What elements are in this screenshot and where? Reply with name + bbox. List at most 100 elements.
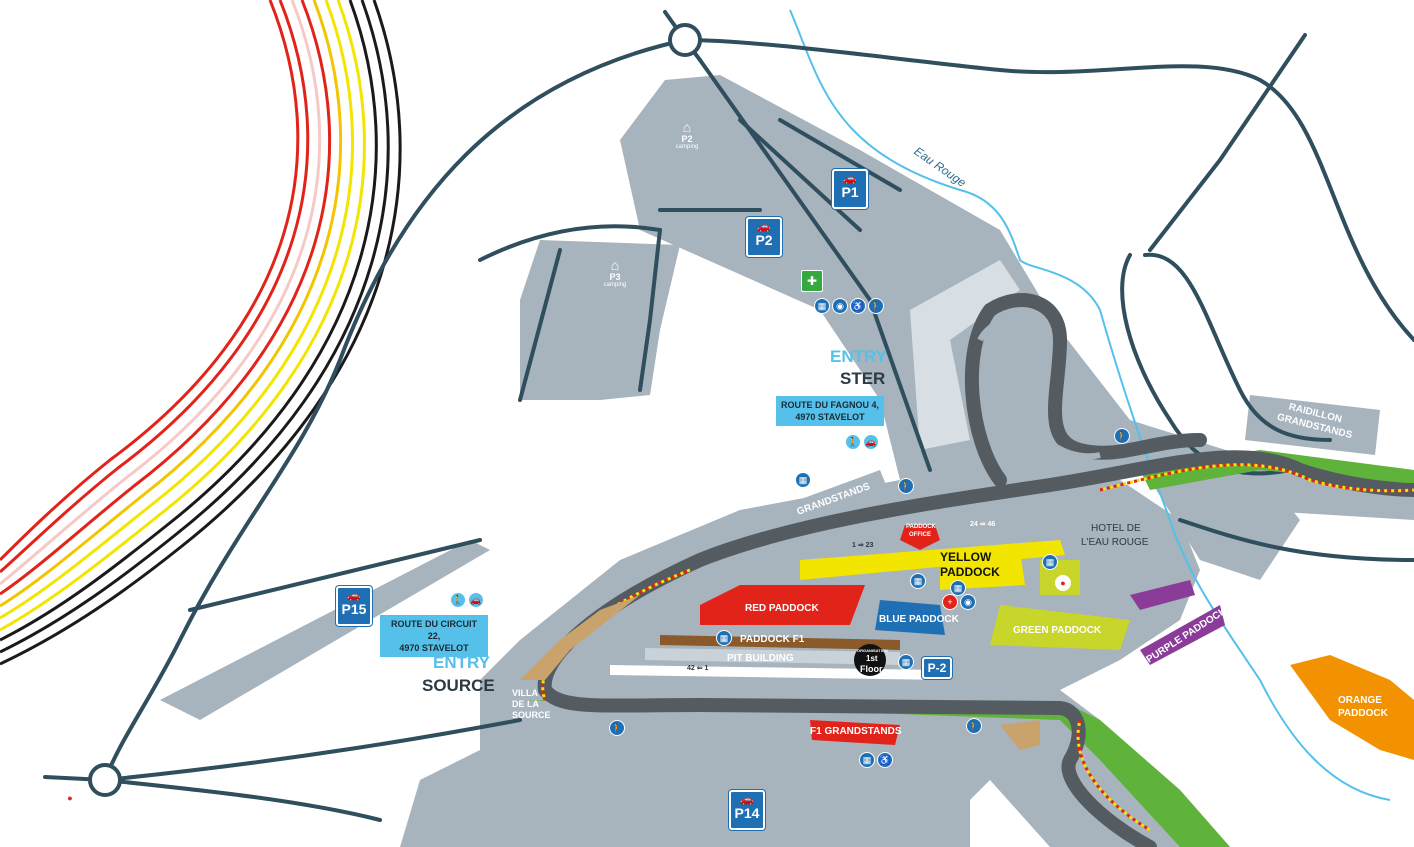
pedestrian-icon: 🚶 — [1114, 428, 1130, 444]
pit-building-label: PIT BUILDING — [727, 653, 794, 664]
p3-area — [520, 240, 680, 400]
blue-paddock-label: BLUE PADDOCK — [879, 614, 959, 625]
toilet-icon: ▦ — [716, 630, 732, 646]
entry-source-address-line2: 4970 STAVELOT — [399, 643, 469, 653]
pit-building — [645, 648, 900, 665]
wheelchair-icon: ♿ — [850, 298, 866, 314]
toilet-icon: ▦ — [859, 752, 875, 768]
paddock-office-marker — [900, 525, 940, 550]
entry-ster-word: ENTRY — [830, 347, 887, 366]
car-icon: 🚗 — [843, 173, 857, 185]
villa-label-1: VILLA — [512, 688, 538, 698]
yellow-paddock-label-2: PADDOCK — [940, 565, 1000, 579]
assembly-point-icon: ✚ — [801, 270, 823, 292]
car-icon: 🚗 — [863, 434, 879, 450]
tent-icon: ⌂ — [610, 257, 620, 273]
entry-ster-address: ROUTE DU FAGNOU 4, 4970 STAVELOT — [776, 396, 884, 426]
camping-p3[interactable]: ⌂ P3 camping — [600, 258, 630, 289]
organisation-label-3: Floor — [860, 664, 883, 674]
entry-ster-address-line2: 4970 STAVELOT — [795, 412, 865, 422]
purple-paddock — [1130, 580, 1195, 610]
wheelchair-icon: ♿ — [877, 752, 893, 768]
entry-source-word: ENTRY — [433, 653, 490, 672]
parking-p2-label: P2 — [755, 232, 773, 248]
camping-p3-label: P3 — [609, 272, 621, 282]
pedestrian-icon: 🚶 — [966, 718, 982, 734]
flag-swoosh — [0, 0, 402, 666]
tent-icon: ⌂ — [682, 119, 692, 135]
entry-ster-name: STER — [840, 369, 886, 388]
organisation-marker — [854, 644, 886, 676]
camping-p2[interactable]: ⌂ P2 camping — [672, 120, 702, 151]
orange-paddock — [1290, 655, 1414, 760]
raidillon-stand — [1245, 395, 1380, 455]
hotel-label-1: HOTEL DE — [1091, 523, 1141, 534]
f1-grandstands-label: F1 GRANDSTANDS — [810, 726, 902, 737]
paddock-office-label-1: PADDOCK — [906, 524, 936, 530]
camping-p2-label: P2 — [681, 134, 693, 144]
toilet-icon: ▦ — [910, 573, 926, 589]
car-icon: 🚗 — [757, 221, 771, 233]
entry-source-name: SOURCE — [422, 676, 495, 695]
entry-ster-address-line1: ROUTE DU FAGNOU 4, — [780, 400, 879, 410]
parking-p-2[interactable]: P-2 — [922, 657, 952, 679]
yellow-paddock-label-1: YELLOW — [940, 550, 992, 564]
toilet-icon: ▦ — [898, 654, 914, 670]
green-paddock-label: GREEN PADDOCK — [1013, 625, 1102, 636]
pedestrian-icon: 🚶 — [845, 434, 861, 450]
pit-numbers-a: 1 ⇒ 23 — [852, 542, 874, 549]
toilet-icon: ▦ — [795, 472, 811, 488]
toilet-icon: ▦ — [1042, 554, 1058, 570]
car-icon: 🚗 — [468, 592, 484, 608]
paddock-f1-label: PADDOCK F1 — [740, 634, 805, 645]
f1-grandstands — [810, 720, 900, 745]
orange-paddock-label-2: PADDOCK — [1338, 708, 1388, 719]
purple-paddock-band — [1140, 605, 1225, 665]
orange-paddock-label-1: ORANGE — [1338, 695, 1382, 706]
car-icon: 🚗 — [740, 794, 754, 806]
parking-p15-label: P15 — [341, 601, 367, 617]
yellow-paddock — [800, 540, 1065, 580]
entry-source-address: ROUTE DU CIRCUIT 22, 4970 STAVELOT — [380, 615, 488, 657]
shuttle-icon: ◉ — [832, 298, 848, 314]
roundabout-north — [668, 23, 702, 57]
camping-p2-sub: camping — [675, 144, 699, 150]
parking-p14[interactable]: 🚗 P14 — [729, 790, 765, 830]
pedestrian-icon: 🚶 — [898, 478, 914, 494]
pit-numbers-b: 24 ⇒ 46 — [970, 521, 996, 528]
gravel-trap — [520, 595, 640, 680]
logo-icon: ● — [1055, 575, 1071, 591]
blue-paddock — [875, 600, 945, 635]
shuttle-icon: ◉ — [960, 594, 976, 610]
kerbs — [541, 463, 1414, 832]
parking-p1-label: P1 — [841, 184, 859, 200]
parking-p1[interactable]: 🚗 P1 — [832, 169, 868, 209]
first-aid-icon: + — [942, 594, 958, 610]
organisation-label-1: ORGANISATION — [857, 648, 888, 653]
paddock-office-label-2: OFFICE — [909, 532, 931, 538]
pedestrian-icon: 🚶 — [609, 720, 625, 736]
pedestrian-icon: 🚶 — [450, 592, 466, 608]
parking-p-2-label: P-2 — [927, 661, 947, 675]
red-paddock — [700, 585, 865, 625]
roundabout-west — [88, 763, 122, 797]
p15-area — [160, 540, 490, 720]
gravel-trap-east — [1000, 720, 1040, 750]
camping-p3-sub: camping — [603, 282, 627, 288]
car-icon: 🚗 — [347, 590, 361, 602]
green-paddock — [990, 605, 1130, 650]
hotel-label-2: L'EAU ROUGE — [1081, 537, 1149, 548]
entry-source-address-line1: ROUTE DU CIRCUIT 22, — [391, 619, 477, 641]
endurance-stand — [690, 470, 890, 560]
organisation-label-2: 1st — [866, 654, 878, 663]
pit-lane — [610, 665, 945, 680]
parking-p15[interactable]: 🚗 P15 — [336, 586, 372, 626]
toilet-icon: ▦ — [814, 298, 830, 314]
villa-label-2: DE LA — [512, 699, 539, 709]
parking-p2[interactable]: 🚗 P2 — [746, 217, 782, 257]
pedestrian-icon: 🚶 — [868, 298, 884, 314]
eau-rouge-river — [789, 9, 1391, 801]
parking-p14-label: P14 — [734, 805, 760, 821]
villa-label-3: SOURCE — [512, 710, 551, 720]
